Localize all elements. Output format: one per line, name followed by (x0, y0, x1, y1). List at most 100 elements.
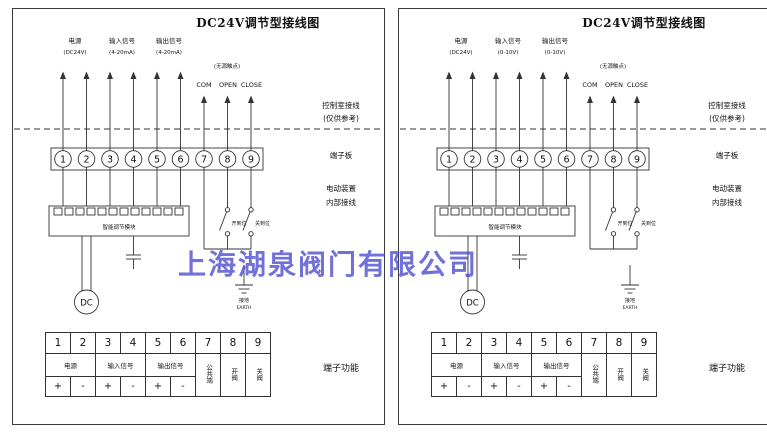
capacitor (126, 236, 141, 269)
terminal-number: 9 (634, 154, 640, 165)
close-valve-label: 关阀 (254, 367, 263, 381)
table-cell-power: 电源 (431, 353, 482, 377)
terminal-number: 1 (446, 154, 452, 165)
terminal-function-label: 端子功能 (708, 364, 745, 374)
power-label: 电源 (454, 37, 468, 45)
table-cell-sign: - (456, 376, 482, 397)
terminal-circle (510, 150, 529, 168)
module-label: 智能调节模块 (102, 225, 136, 231)
output-signal-range: (0-10V) (544, 50, 566, 56)
terminal-number: 1 (60, 154, 66, 165)
control-room-note-line1: 控制室接线 (322, 101, 360, 110)
table-cell: 3 (95, 332, 121, 354)
input-signal-label: 输入信号 (109, 37, 135, 45)
table-cell-sign: - (556, 376, 582, 397)
dc-motor: DC (74, 236, 99, 315)
watermark-text: 上海湖泉阀门有限公司 (178, 248, 479, 281)
table-cell: 9 (245, 332, 271, 354)
open-label: OPEN (604, 81, 623, 89)
earth-symbol: 接地 EARTH (621, 265, 639, 311)
open-valve-label: 开阀 (615, 367, 624, 381)
wiring-svg: 1 2 3 4 5 6 7 8 9 (14, 71, 383, 315)
table-cell: 3 (481, 332, 507, 354)
control-room-note-line1: 控制室接线 (708, 101, 746, 110)
power-label: 电源 (68, 37, 82, 45)
terminal-number: 8 (610, 154, 616, 165)
terminal-circle (557, 150, 576, 168)
device-internal-label1: 电动装置 (712, 184, 742, 193)
device-internal-label1: 电动装置 (326, 184, 356, 193)
terminal-number: 6 (563, 154, 569, 165)
common-terminal-label: 公共端 (590, 364, 599, 384)
control-room-note-line2: (仅供参考) (709, 114, 745, 123)
panel-title: DC24V调节型接线图 (582, 16, 706, 30)
table-cell-sign: - (70, 376, 96, 397)
control-room-note-line2: (仅供参考) (323, 114, 359, 123)
terminal-number: 2 (469, 154, 475, 165)
switch-contact (224, 231, 231, 237)
table-row-numbers: 1 2 3 4 5 6 7 8 9 (45, 332, 271, 354)
com-label: COM (582, 81, 598, 89)
table-cell: 8 (606, 332, 632, 354)
open-valve-label: 开阀 (229, 367, 238, 381)
close-limit-label: 关到位 (641, 220, 656, 227)
output-signal-label: 输出信号 (542, 37, 568, 45)
table-cell-input: 输入信号 (95, 353, 146, 377)
terminal-number: 6 (177, 154, 183, 165)
terminal-circle (195, 150, 213, 168)
terminal-number: 5 (154, 154, 160, 165)
signal-wires (60, 71, 254, 151)
terminal-function-table: 1 2 3 4 5 6 7 8 9 电源 输入信号 输出信号 公共端 开阀 关阀… (45, 332, 271, 397)
input-signal-label: 输入信号 (495, 37, 521, 45)
table-cell: 7 (581, 332, 607, 354)
terminal-number: 3 (107, 154, 113, 165)
table-row-functions: 电源 输入信号 输出信号 公共端 开阀 关阀 (431, 353, 657, 397)
dc-motor-label: DC (80, 299, 93, 309)
table-cell: 2 (70, 332, 96, 354)
terminal-circle (124, 150, 143, 168)
open-label: OPEN (218, 81, 237, 89)
table-cell: 1 (45, 332, 71, 354)
table-cell: 4 (506, 332, 532, 354)
wiring-svg: 1 2 3 4 5 6 7 8 9 (400, 71, 767, 315)
switch-contact (634, 231, 640, 237)
table-cell: 6 (170, 332, 196, 354)
terminal-board-label: 端子板 (715, 151, 739, 160)
earth-label-cn: 接地 (625, 297, 635, 304)
passive-contact-note: (无源触点) (213, 64, 241, 70)
terminal-circle (440, 150, 458, 168)
table-row-polarity: + - + - + - (431, 376, 657, 397)
common-terminal-label: 公共端 (204, 364, 213, 384)
terminal-circle (487, 150, 505, 168)
earth-label-en: EARTH (623, 305, 638, 311)
terminal-circle (171, 150, 190, 168)
terminal-board-label: 端子板 (329, 151, 353, 160)
diagram-panel: DC24V调节型接线图 电源 (DC24V) 输入信号 (0-10V) 输出信号… (398, 8, 767, 425)
diagram-panel: DC24V调节型接线图 电源 (DC24V) 输入信号 (4-20mA) 输出信… (12, 8, 385, 425)
terminal-number: 3 (493, 154, 499, 165)
switch-contact (224, 207, 231, 213)
table-cell-common: 公共端 (581, 353, 607, 397)
com-label: COM (196, 81, 212, 89)
dc-motor-label: DC (466, 299, 479, 309)
dc-motor: DC (460, 236, 485, 315)
close-label: CLOSE (240, 81, 263, 89)
terminal-number: 9 (248, 154, 254, 165)
panels-row: DC24V调节型接线图 电源 (DC24V) 输入信号 (4-20mA) 输出信… (12, 8, 767, 425)
terminal-circle (463, 150, 482, 168)
capacitor (512, 236, 527, 269)
terminal-circle (604, 150, 623, 168)
table-cell-power: 电源 (45, 353, 96, 377)
module-label: 智能调节模块 (488, 225, 522, 231)
table-cell-open-valve: 开阀 (606, 353, 632, 397)
terminal-function-label: 端子功能 (322, 364, 359, 374)
terminal-number: 4 (130, 154, 136, 165)
input-signal-range: (4-20mA) (109, 50, 135, 56)
terminal-number: 8 (224, 154, 230, 165)
switch-contact (248, 207, 254, 213)
signal-wires (446, 71, 640, 151)
power-range: (DC24V) (449, 50, 473, 56)
table-cell: 2 (456, 332, 482, 354)
terminal-number: 2 (83, 154, 89, 165)
